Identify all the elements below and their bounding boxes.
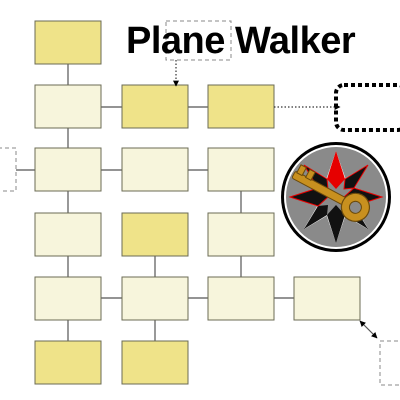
box xyxy=(34,276,102,321)
page-title: Plane Walker xyxy=(126,20,356,62)
box xyxy=(34,147,102,192)
highlighted-box xyxy=(121,84,189,129)
box xyxy=(34,84,102,129)
highlighted-box xyxy=(121,340,189,385)
highlighted-box xyxy=(34,340,102,385)
box xyxy=(121,147,189,192)
box xyxy=(207,212,275,257)
box xyxy=(34,212,102,257)
box xyxy=(207,276,275,321)
bold-dashed-box xyxy=(334,83,400,132)
box xyxy=(121,276,189,321)
grid-boxes xyxy=(34,20,361,385)
dashed-box-top xyxy=(165,20,232,61)
key-icon xyxy=(291,164,371,222)
highlighted-box xyxy=(34,20,102,65)
highlighted-box xyxy=(121,212,189,257)
highlighted-box xyxy=(207,84,275,129)
box xyxy=(293,276,361,321)
dashed-box-bottom-right xyxy=(379,340,400,386)
box xyxy=(207,147,275,192)
dashed-box-left xyxy=(0,147,17,192)
double-arrow xyxy=(359,320,378,339)
